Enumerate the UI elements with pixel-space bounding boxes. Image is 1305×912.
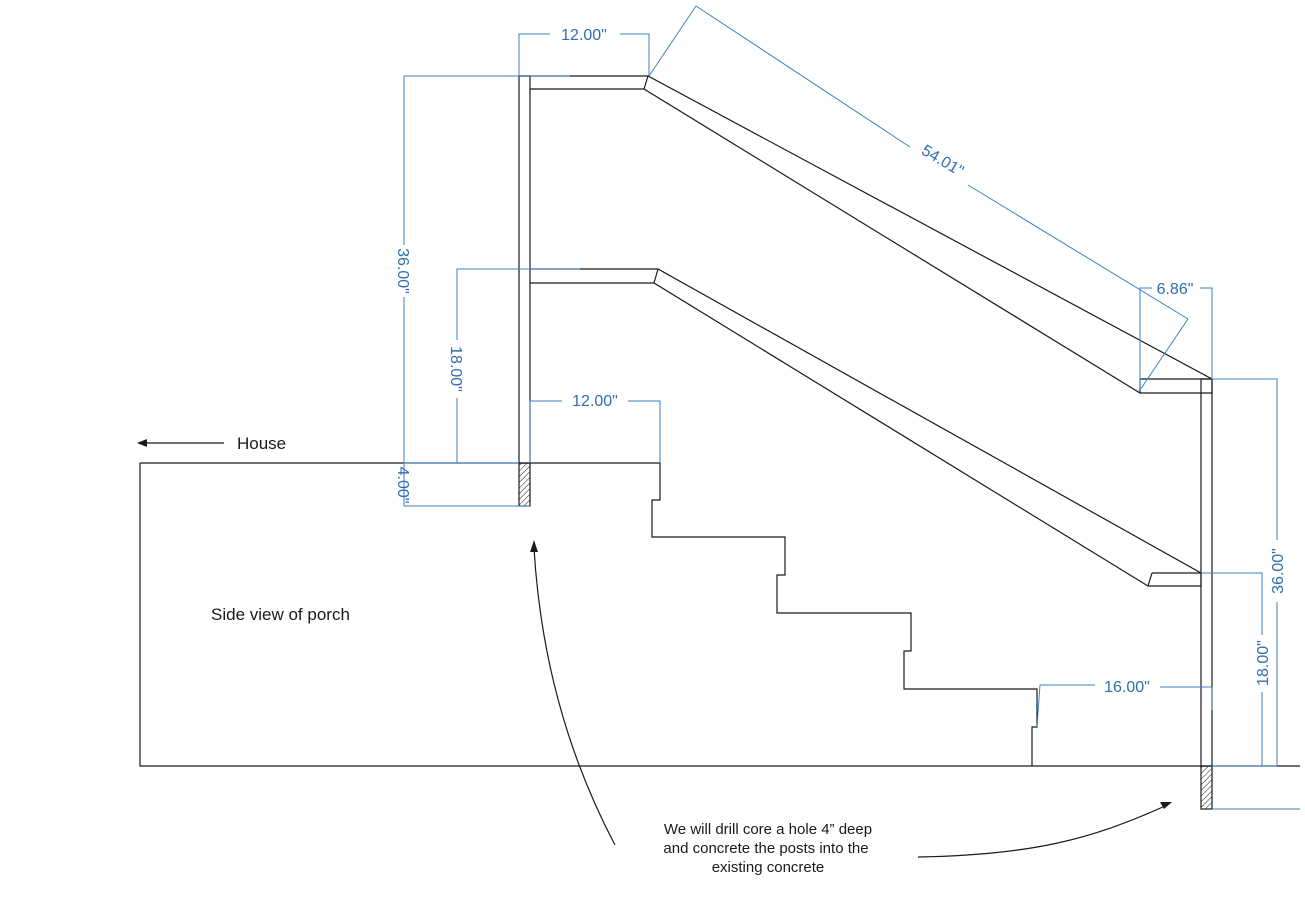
dim-upper-mid-rail-height: 18.00" xyxy=(447,346,464,392)
dim-lower-mid-rail-height: 18.00" xyxy=(1255,640,1272,686)
note-arrow-upper-post xyxy=(530,540,616,846)
dim-post-embed-depth: 4.00" xyxy=(394,467,411,504)
house-arrow xyxy=(137,439,224,447)
note-arrow-lower-post xyxy=(917,802,1172,858)
dim-upper-mid-rail-width: 12.00" xyxy=(572,393,618,410)
dim-top-rail-overhang: 12.00" xyxy=(561,27,607,44)
top-rail xyxy=(519,75,1213,394)
dim-lower-mid-rail-width: 16.00" xyxy=(1104,679,1150,696)
porch-slab xyxy=(139,462,1300,767)
note-line-3: existing concrete xyxy=(712,859,825,876)
note-line-2: and concrete the posts into the xyxy=(663,840,868,857)
mid-rail xyxy=(530,268,1202,587)
house-label: House xyxy=(237,434,286,453)
dim-lower-post-offset: 6.86" xyxy=(1157,281,1194,298)
dim-lower-post-height: 36.00" xyxy=(1270,548,1287,594)
dimension-lines xyxy=(403,5,1300,810)
upper-post xyxy=(518,75,531,507)
dim-upper-post-height: 36.00" xyxy=(394,248,411,294)
lower-post xyxy=(1200,378,1213,810)
note-line-1: We will drill core a hole 4” deep xyxy=(664,821,872,838)
side-view-label: Side view of porch xyxy=(211,605,350,624)
dim-rail-length: 54.01" xyxy=(918,142,966,180)
